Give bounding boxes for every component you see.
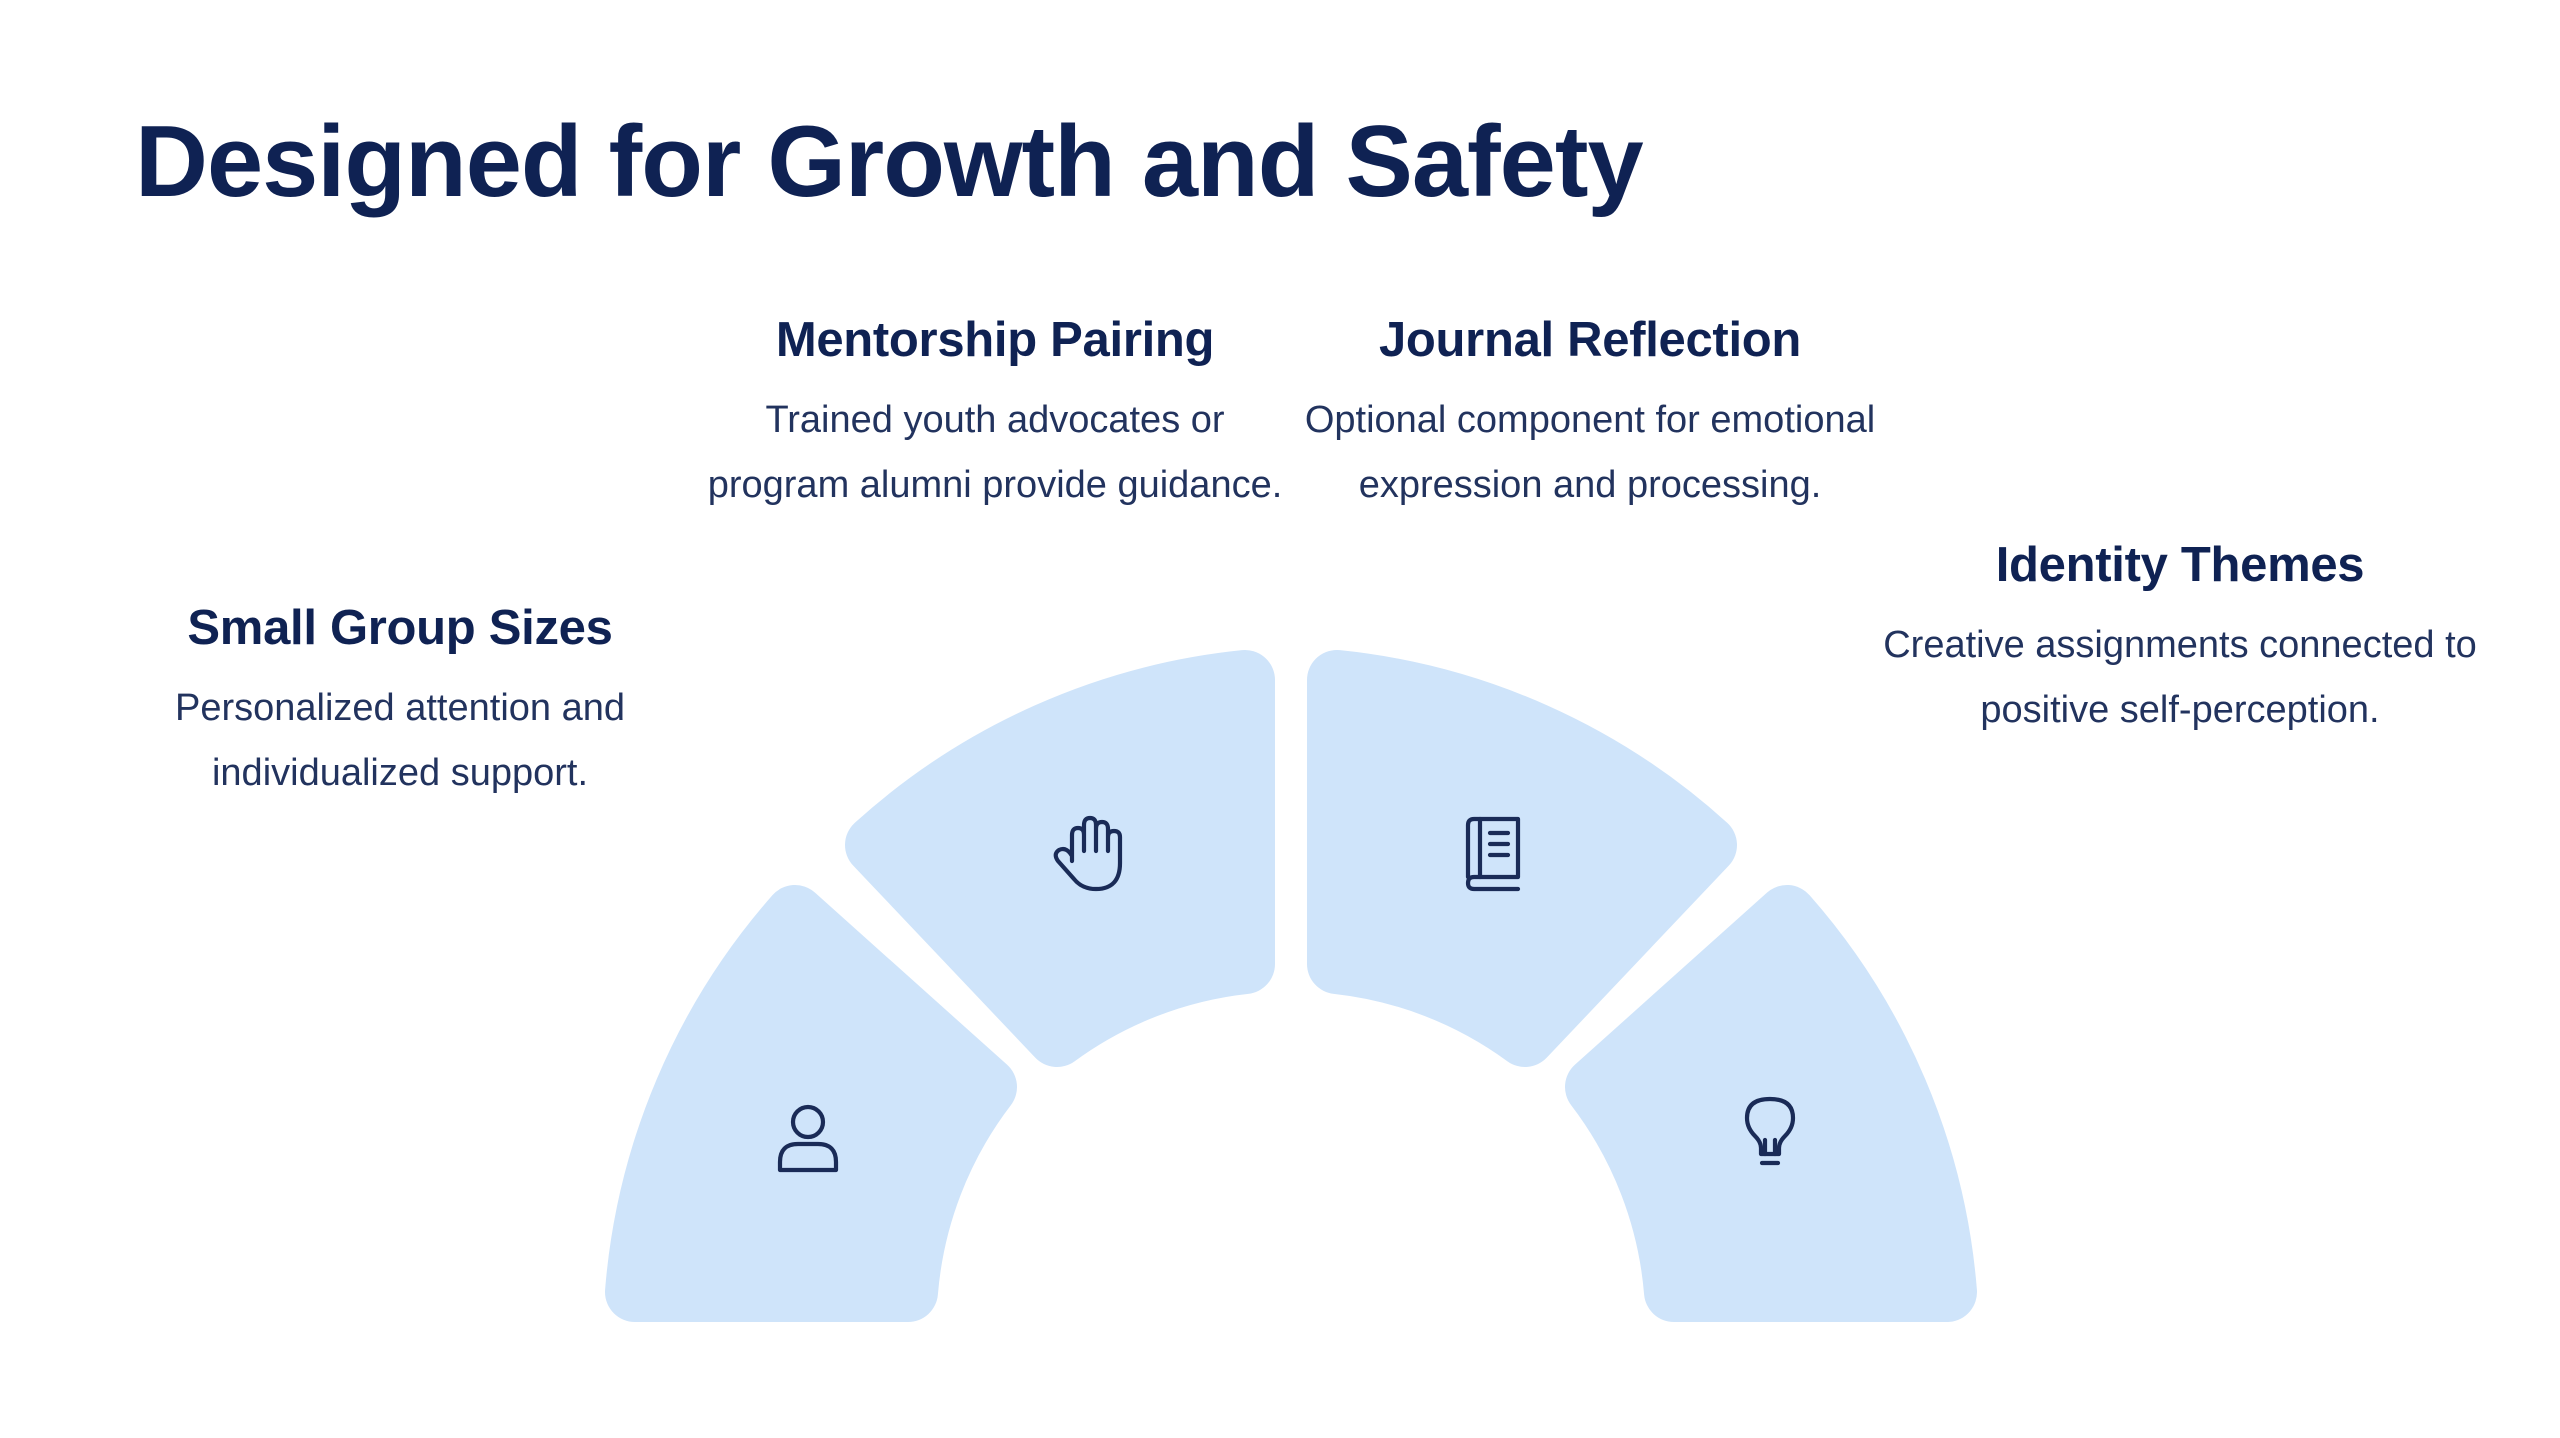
feature-identity-themes: Identity Themes Creative assignments con… xyxy=(1880,537,2480,743)
feature-small-group-sizes: Small Group Sizes Personalized attention… xyxy=(120,600,680,806)
page-title: Designed for Growth and Safety xyxy=(135,106,1644,218)
lightbulb-icon xyxy=(1744,1096,1796,1166)
feature-mentorship-pairing: Mentorship Pairing Trained youth advocat… xyxy=(700,312,1290,518)
hand-icon xyxy=(1053,815,1123,892)
feature-heading: Journal Reflection xyxy=(1378,313,1802,367)
feature-description: Personalized attention and individualize… xyxy=(175,687,625,794)
book-icon xyxy=(1465,816,1521,892)
feature-journal-reflection: Journal Reflection Optional component fo… xyxy=(1295,312,1885,518)
segment-small-group-sizes xyxy=(605,885,1017,1322)
feature-heading: Small Group Sizes xyxy=(187,601,613,655)
feature-description: Optional component for emotional express… xyxy=(1304,399,1876,506)
feature-description: Creative assignments connected to positi… xyxy=(1883,624,2477,731)
feature-heading: Identity Themes xyxy=(1995,538,2365,592)
segment-identity-themes xyxy=(1565,885,1977,1322)
segment-journal-reflection xyxy=(1307,650,1737,1067)
person-icon xyxy=(777,1104,839,1173)
feature-description: Trained youth advocates or program alumn… xyxy=(707,399,1283,506)
feature-heading: Mentorship Pairing xyxy=(775,313,1215,367)
segment-mentorship-pairing xyxy=(845,650,1275,1067)
